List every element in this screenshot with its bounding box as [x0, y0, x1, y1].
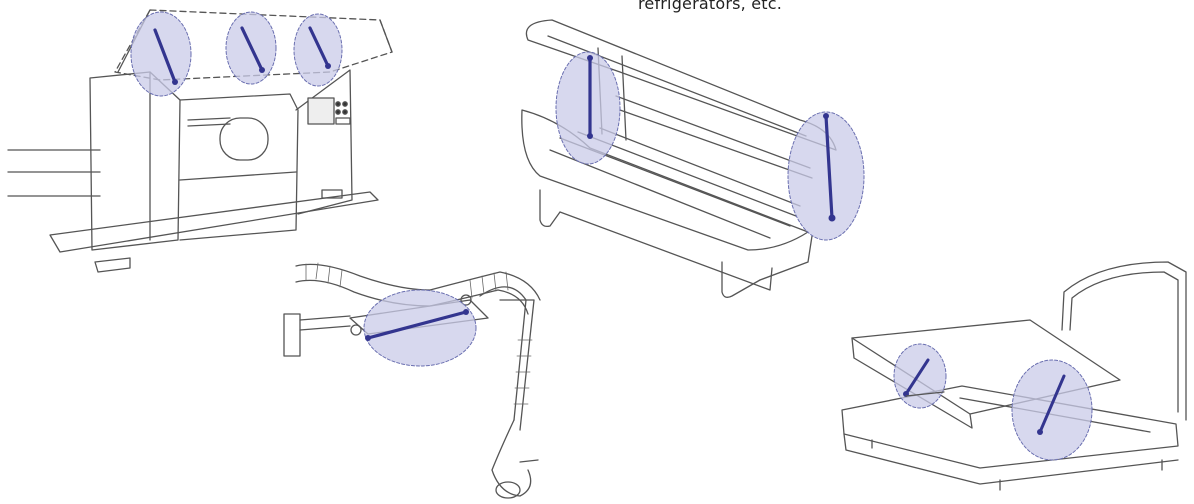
extraction-arm-hose-ribbing: [305, 262, 533, 405]
caption-text: refrigerators, etc.: [637, 0, 783, 13]
machine-gas-spring-highlights: [130, 11, 343, 97]
sun-bed-gas-spring-highlights: [555, 51, 865, 241]
lift-up-bed-gas-spring-highlights: [893, 343, 1093, 461]
sun-bed-illustration: [521, 19, 837, 298]
machine-enclosure-illustration: [7, 9, 393, 273]
extraction-arm-gas-spring-highlight: [363, 289, 477, 367]
